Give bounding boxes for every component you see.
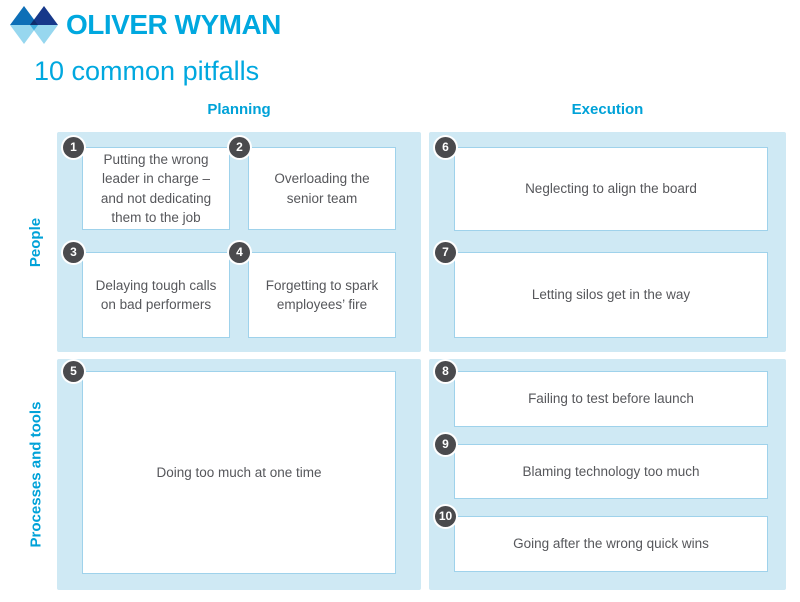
pitfall-text: Forgetting to spark employees’ fire	[265, 277, 379, 312]
pitfall-number-badge: 10	[435, 506, 456, 527]
pitfall-card-2: 2 Overloading the senior team	[229, 137, 396, 230]
pitfall-text: Going after the wrong quick wins	[513, 536, 709, 552]
page-title: 10 common pitfalls	[34, 56, 260, 86]
pitfall-card-3: 3 Delaying tough calls on bad performers	[63, 242, 230, 338]
pitfall-card-8: 8 Failing to test before launch	[435, 361, 768, 427]
pitfall-card-7: 7 Letting silos get in the way	[435, 242, 768, 338]
column-header-planning: Planning	[207, 101, 271, 118]
pitfall-card-4: 4 Forgetting to spark employees’ fire	[229, 242, 396, 338]
row-header-processes-and-tools: Processes and tools	[18, 359, 54, 590]
pitfall-number-badge: 6	[435, 137, 456, 158]
oliver-wyman-logo-icon	[10, 6, 58, 44]
pitfall-text: Delaying tough calls on bad performers	[95, 277, 217, 312]
pitfall-text: Letting silos get in the way	[531, 287, 691, 303]
pitfall-text: Doing too much at one time	[156, 464, 322, 480]
pitfall-number-badge: 3	[63, 242, 84, 263]
pitfall-card-10: 10 Going after the wrong quick wins	[435, 506, 768, 572]
pitfall-number-badge: 2	[229, 137, 250, 158]
pitfall-number-badge: 8	[435, 361, 456, 382]
pitfall-text: Neglecting to align the board	[525, 181, 697, 197]
pitfall-text: Overloading the senior team	[274, 171, 370, 206]
row-header-people-label: People	[27, 217, 45, 267]
pitfall-number-badge: 1	[63, 137, 84, 158]
pitfall-number-badge: 9	[435, 434, 456, 455]
pitfall-text: Failing to test before launch	[528, 391, 694, 407]
pitfall-card-5: 5 Doing too much at one time	[63, 361, 396, 574]
pitfall-text: Blaming technology too much	[522, 463, 700, 479]
row-header-people: People	[18, 132, 54, 352]
column-header-execution: Execution	[571, 101, 644, 118]
pitfall-card-6: 6 Neglecting to align the board	[435, 137, 768, 231]
pitfall-number-badge: 4	[229, 242, 250, 263]
pitfall-number-badge: 7	[435, 242, 456, 263]
pitfall-card-9: 9 Blaming technology too much	[435, 434, 768, 499]
oliver-wyman-wordmark: OLIVER WYMAN	[66, 9, 281, 40]
pitfall-card-1: 1 Putting the wrong leader in charge – a…	[63, 137, 230, 230]
row-header-processes-label: Processes and tools	[27, 401, 45, 548]
pitfall-text: Putting the wrong leader in charge – and…	[100, 152, 212, 225]
pitfall-number-badge: 5	[63, 361, 84, 382]
